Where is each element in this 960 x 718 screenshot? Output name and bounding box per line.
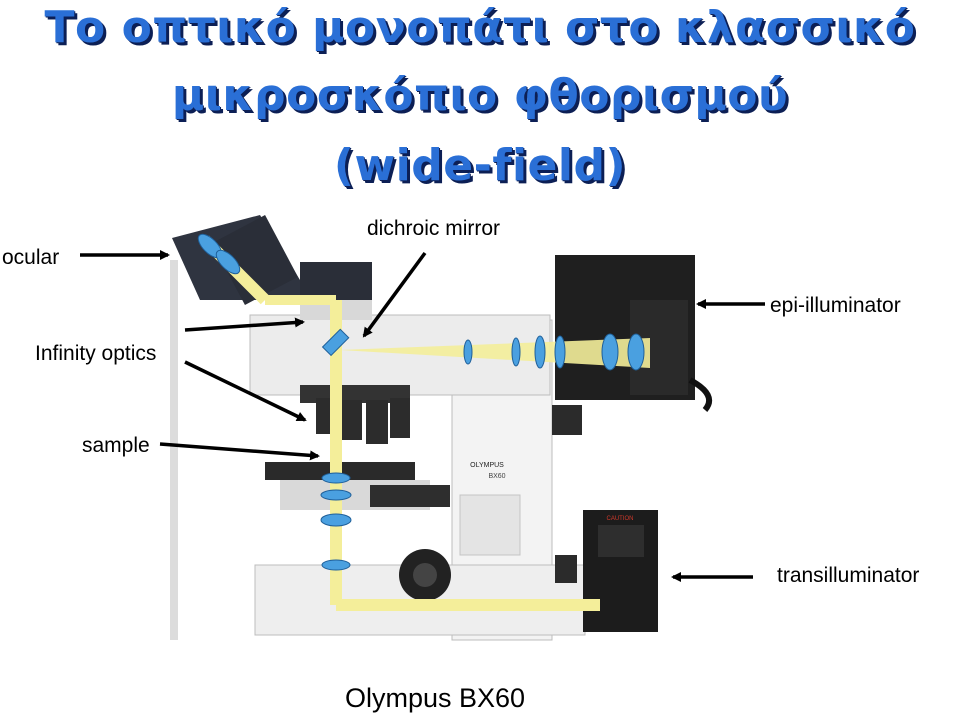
lens-elements (197, 233, 645, 571)
slide-title-line-3: (wide-field) (333, 140, 627, 191)
model-mark: BX60 (488, 473, 505, 480)
epi-lamp-housing (555, 255, 712, 412)
label-epi-illuminator: epi-illuminator (770, 294, 901, 317)
figure-caption: Olympus BX60 (345, 683, 526, 713)
label-sample: sample (82, 434, 150, 457)
label-dichroic-mirror: dichroic mirror (367, 217, 501, 240)
arrow-infinity-optics-lower (184, 360, 307, 422)
slide-title-line-2: μικροσκόπιο φθορισμού (171, 70, 789, 121)
callout-arrows (80, 250, 765, 582)
caution-mark: CAUTION (607, 516, 634, 522)
transilluminator-box (583, 510, 658, 632)
label-ocular: ocular (2, 246, 60, 269)
arrow-dichroic-mirror (362, 251, 427, 338)
objective-turret (300, 385, 410, 444)
slide-title-line-1: Το οπτικό μονοπάτι στο κλασσικό (44, 2, 916, 53)
label-transilluminator: transilluminator (777, 564, 920, 587)
arrow-infinity-optics-upper (184, 317, 305, 332)
arrow-sample (159, 442, 320, 461)
brand-mark: OLYMPUS (470, 462, 504, 469)
label-infinity-optics: Infinity optics (35, 342, 157, 365)
